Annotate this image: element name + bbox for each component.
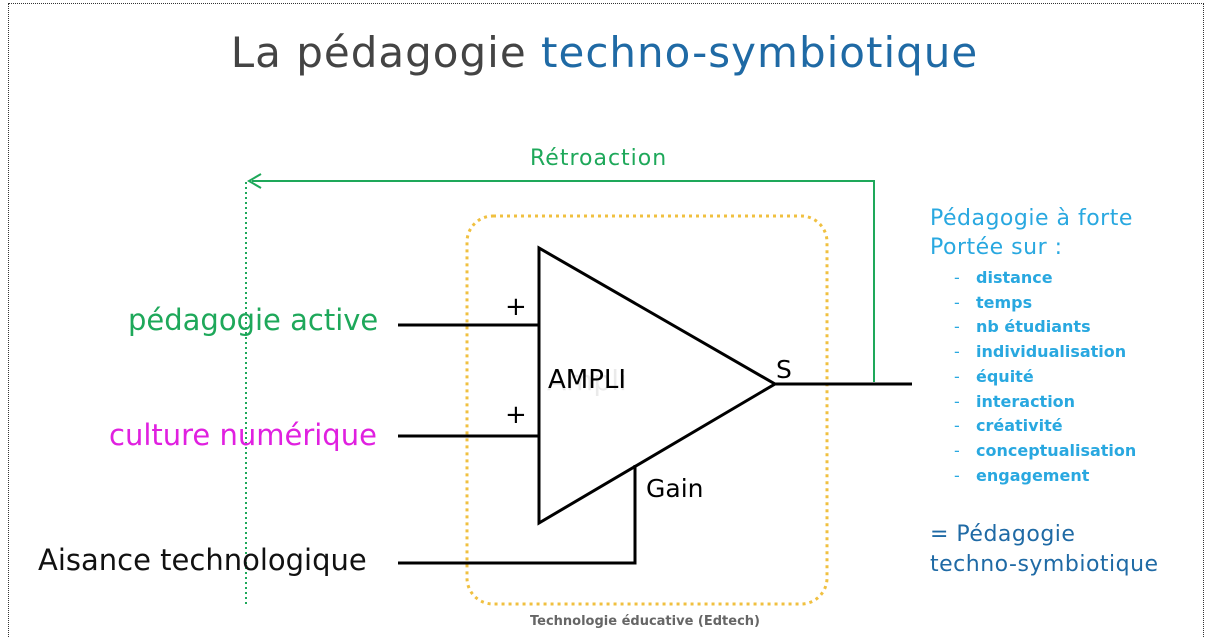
list-item: -créativité: [954, 414, 1136, 439]
slide-frame: [8, 3, 1204, 637]
title-accent: techno-symbiotique: [541, 28, 979, 77]
list-dash: -: [954, 391, 960, 411]
edtech-caption: Technologie éducative (Edtech): [529, 614, 760, 629]
input-label-digital-culture: culture numérique: [109, 418, 377, 452]
list-item: -équité: [954, 365, 1136, 390]
conclusion-line-2: techno-symbiotique: [930, 552, 1159, 577]
list-item-text: nb étudiants: [976, 317, 1091, 337]
list-item-text: interaction: [976, 391, 1076, 411]
list-dash: -: [954, 292, 960, 312]
feedback-arrow-line: [252, 180, 875, 382]
list-dash: -: [954, 440, 960, 460]
list-item-text: créativité: [976, 416, 1063, 436]
edtech-box: [465, 214, 829, 606]
list-item: -distance: [954, 266, 1136, 291]
slide-title: La pédagogie techno-symbiotique: [0, 28, 1209, 77]
list-item: -engagement: [954, 464, 1136, 489]
title-main: La pédagogie: [230, 28, 527, 77]
list-dash: -: [954, 342, 960, 362]
list-dash: -: [954, 416, 960, 436]
feedback-label: Rétroaction: [530, 146, 668, 171]
outcomes-panel: Pédagogie à forte Portée sur : -distance…: [930, 204, 1136, 488]
list-item: -conceptualisation: [954, 439, 1136, 464]
list-item-text: individualisation: [976, 342, 1127, 362]
amplifier-label: AMPLI: [548, 365, 627, 395]
list-dash: -: [954, 366, 960, 386]
list-item: -interaction: [954, 390, 1136, 415]
conclusion-line-1: = Pédagogie: [930, 522, 1076, 547]
list-dash: -: [954, 268, 960, 287]
input-label-active-pedagogy: pédagogie active: [128, 303, 379, 337]
list-item-text: équité: [976, 366, 1034, 386]
list-dash: -: [954, 465, 960, 485]
ghost-watermark-text: Ampli: [547, 364, 627, 397]
conclusion-text: = Pédagogie techno-symbiotique: [930, 520, 1159, 580]
outcomes-heading-2: Portée sur :: [930, 235, 1063, 260]
list-item-text: conceptualisation: [976, 440, 1137, 460]
gain-wire: [398, 465, 637, 565]
list-item-text: temps: [976, 292, 1033, 312]
list-item-text: distance: [976, 268, 1053, 287]
plus-sign-top: +: [505, 292, 527, 322]
list-item-text: engagement: [976, 465, 1090, 485]
outcomes-list: -distance -temps -nb étudiants -individu…: [954, 266, 1136, 488]
list-item: -individualisation: [954, 340, 1136, 365]
list-item: -temps: [954, 291, 1136, 316]
list-item: -nb étudiants: [954, 315, 1136, 340]
plus-sign-bottom: +: [505, 400, 527, 430]
list-dash: -: [954, 317, 960, 337]
gain-label: Gain: [646, 474, 704, 503]
output-label: S: [776, 355, 792, 384]
feedback-arrowhead: [247, 173, 262, 189]
outcomes-heading-1: Pédagogie à forte: [930, 206, 1133, 231]
amplifier-triangle: [537, 245, 778, 526]
input-label-tech-ease: Aisance technologique: [38, 543, 367, 577]
